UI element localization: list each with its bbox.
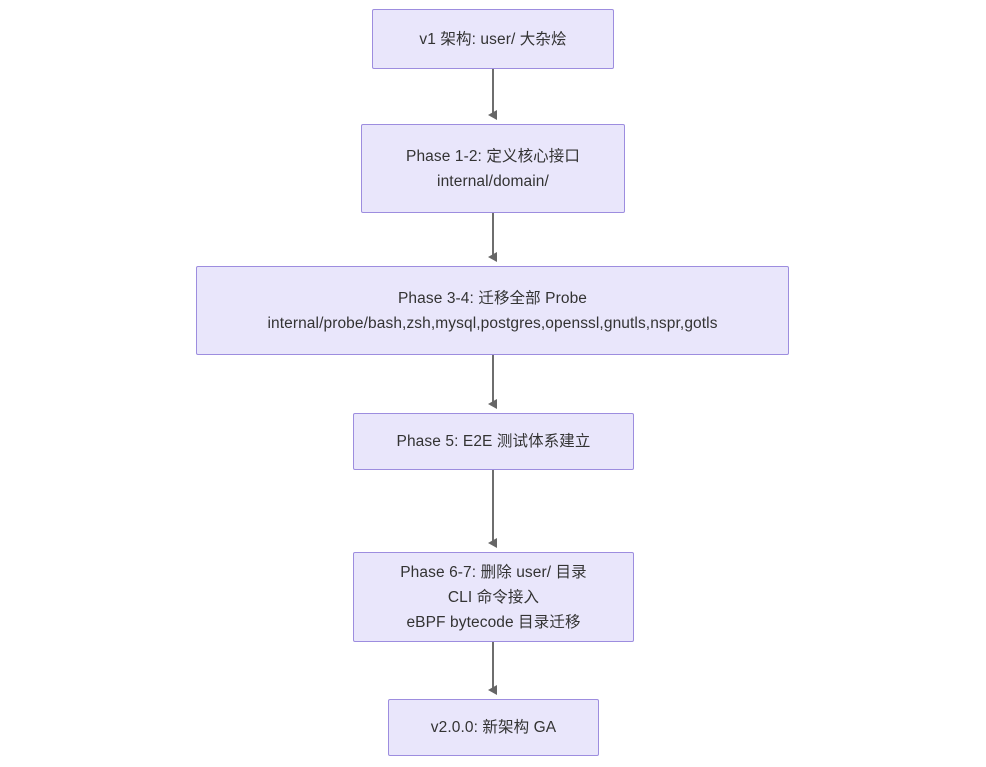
node-phase-6-7-line-2: CLI 命令接入 [447, 588, 540, 606]
node-phase-3-4-line-2: internal/probe/bash,zsh,mysql,postgres,o… [267, 314, 718, 332]
node-phase-1-2-line-1: Phase 1-2: 定义核心接口 [406, 147, 580, 165]
node-phase-6-7-line-1: Phase 6-7: 删除 user/ 目录 [400, 563, 587, 581]
node-v1[interactable]: v1 架构: user/ 大杂烩 [372, 9, 614, 69]
node-v1-line-1: v1 架构: user/ 大杂烩 [419, 30, 567, 48]
node-v2-0-0[interactable]: v2.0.0: 新架构 GA [388, 699, 599, 756]
node-phase-6-7[interactable]: Phase 6-7: 删除 user/ 目录 CLI 命令接入 eBPF byt… [353, 552, 634, 642]
node-v2-0-0-line-1: v2.0.0: 新架构 GA [430, 719, 557, 736]
node-phase-1-2-line-2: internal/domain/ [437, 172, 549, 190]
node-phase-1-2[interactable]: Phase 1-2: 定义核心接口 internal/domain/ [361, 124, 625, 213]
node-phase-5[interactable]: Phase 5: E2E 测试体系建立 [353, 413, 634, 470]
node-phase-6-7-line-3: eBPF bytecode 目录迁移 [406, 613, 581, 631]
node-phase-3-4[interactable]: Phase 3-4: 迁移全部 Probe internal/probe/bas… [196, 266, 789, 355]
node-phase-5-line-1: Phase 5: E2E 测试体系建立 [396, 433, 591, 450]
node-phase-3-4-line-1: Phase 3-4: 迁移全部 Probe [397, 289, 588, 307]
